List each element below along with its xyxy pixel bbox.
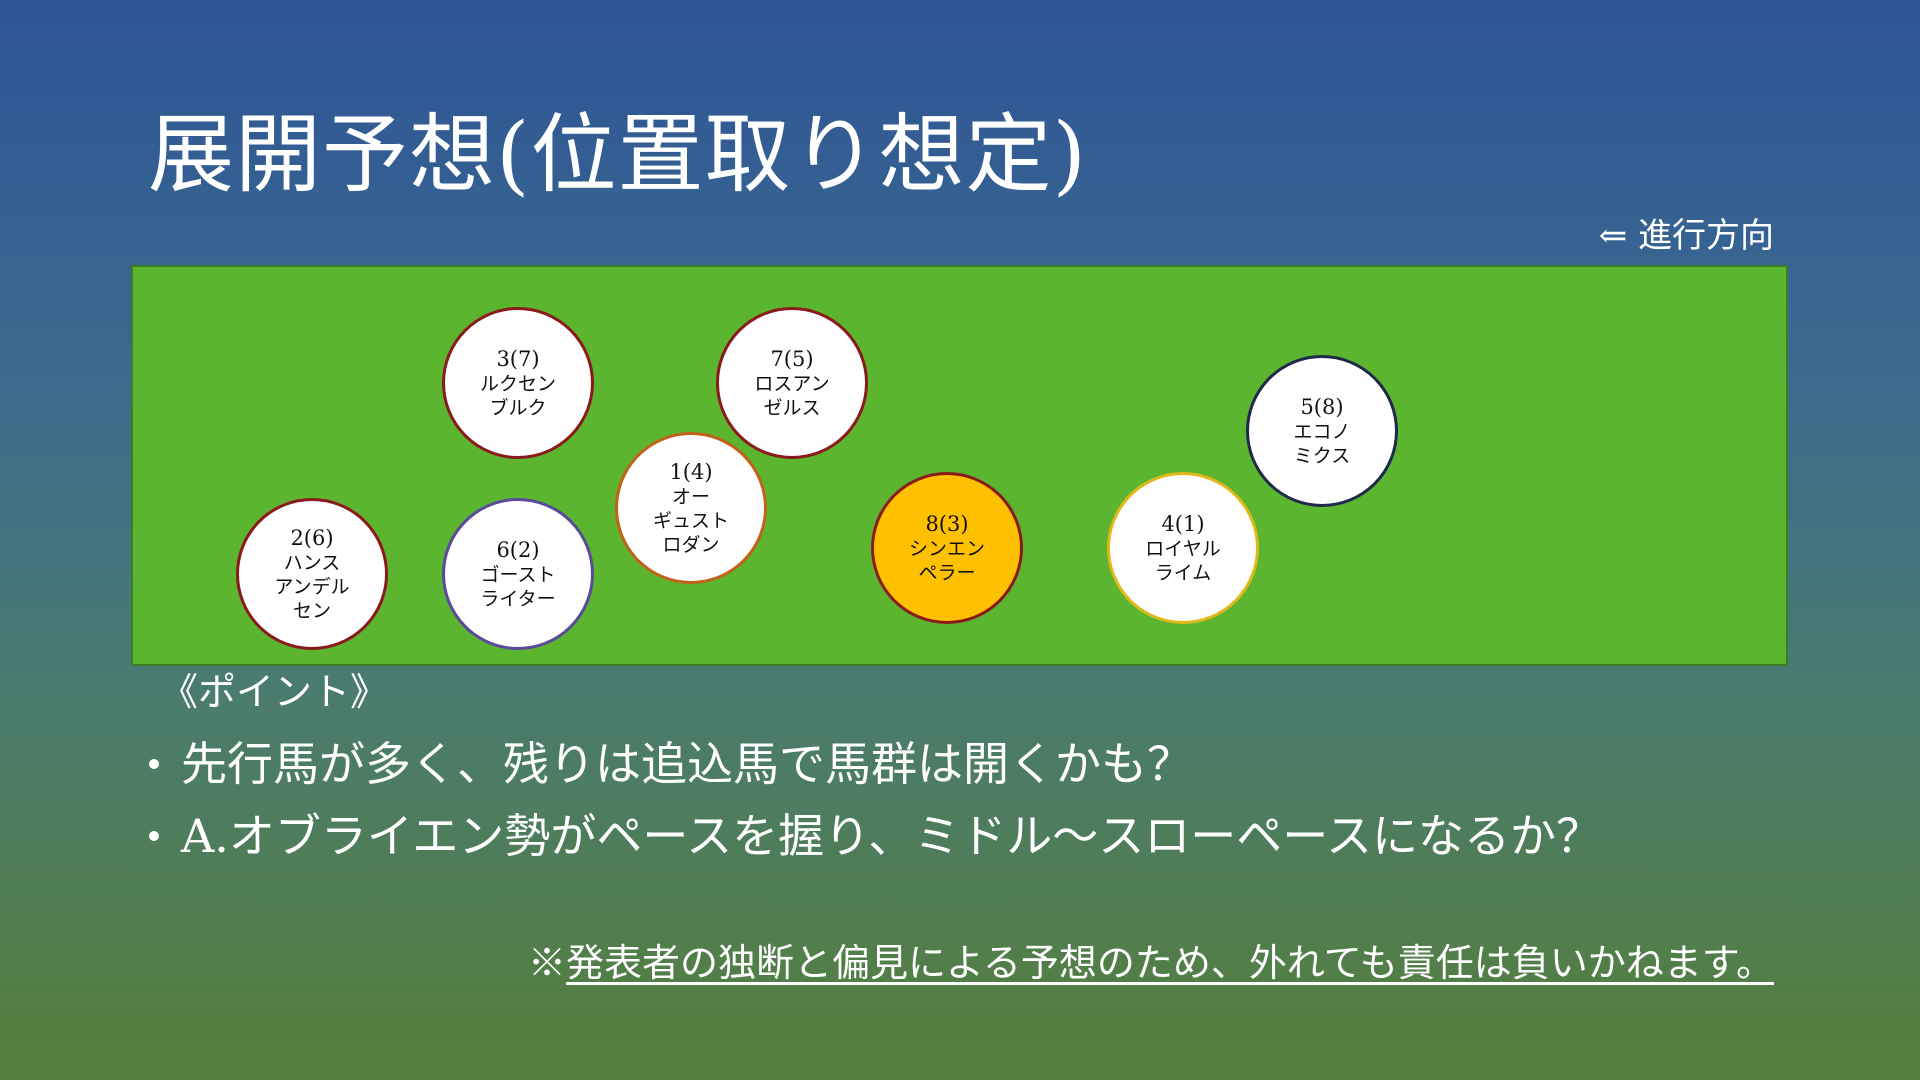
horse-marker-4: 4(1) ロイヤル ライム [1107, 472, 1259, 624]
point-text: A.オブライエン勢がペースを握り、ミドル～スローペースになるか？ [181, 809, 1602, 863]
horse-name: オー ギュスト ロダン [652, 486, 729, 556]
horse-number: 8(3) [925, 512, 969, 536]
horse-number: 4(1) [1161, 512, 1205, 536]
disclaimer-text: 発表者の独断と偏見による予想のため、外れても責任は負いかねます。 [565, 941, 1774, 985]
point-item: A.オブライエン勢がペースを握り、ミドル～スローペースになるか？ [145, 800, 1602, 872]
horse-name: エコノ ミクス [1293, 421, 1351, 467]
disclaimer: ※発表者の独断と偏見による予想のため、外れても責任は負いかねます。 [528, 938, 1774, 988]
horse-number: 6(2) [496, 538, 540, 562]
horse-marker-2: 2(6) ハンス アンデル セン [236, 498, 388, 650]
horse-name: ロイヤル ライム [1145, 538, 1221, 584]
direction-label: ⇐ 進行方向 [1598, 216, 1774, 256]
horse-number: 2(6) [290, 526, 334, 550]
point-text: 先行馬が多く、残りは追込馬で馬群は開くかも？ [181, 737, 1193, 791]
disclaimer-mark: ※ [527, 941, 566, 985]
points-header: 《ポイント》 [160, 670, 389, 714]
horse-name: ハンス アンデル セン [274, 552, 350, 622]
horse-marker-6: 6(2) ゴースト ライター [442, 498, 594, 650]
horse-number: 3(7) [496, 347, 540, 371]
horse-number: 7(5) [770, 347, 814, 371]
horse-name: ロスアン ゼルス [754, 373, 830, 419]
horse-marker-1: 1(4) オー ギュスト ロダン [615, 432, 767, 584]
point-item: 先行馬が多く、残りは追込馬で馬群は開くかも？ [145, 728, 1602, 800]
horse-marker-5: 5(8) エコノ ミクス [1246, 355, 1398, 507]
horse-marker-3: 3(7) ルクセン ブルク [442, 307, 594, 459]
race-track: 3(7) ルクセン ブルク 7(5) ロスアン ゼルス 5(8) エコノ ミクス… [131, 265, 1788, 666]
horse-number: 5(8) [1300, 395, 1344, 419]
bullet-icon [149, 759, 159, 769]
horse-marker-7: 7(5) ロスアン ゼルス [716, 307, 868, 459]
horse-marker-8: 8(3) シンエン ペラー [871, 472, 1023, 624]
horse-name: ルクセン ブルク [479, 373, 556, 419]
horse-name: シンエン ペラー [908, 538, 985, 584]
points-list: 先行馬が多く、残りは追込馬で馬群は開くかも？ A.オブライエン勢がペースを握り、… [145, 728, 1602, 872]
horse-number: 1(4) [669, 460, 713, 484]
page-title: 展開予想(位置取り想定) [148, 105, 1088, 205]
bullet-icon [149, 831, 159, 841]
horse-name: ゴースト ライター [480, 564, 556, 610]
